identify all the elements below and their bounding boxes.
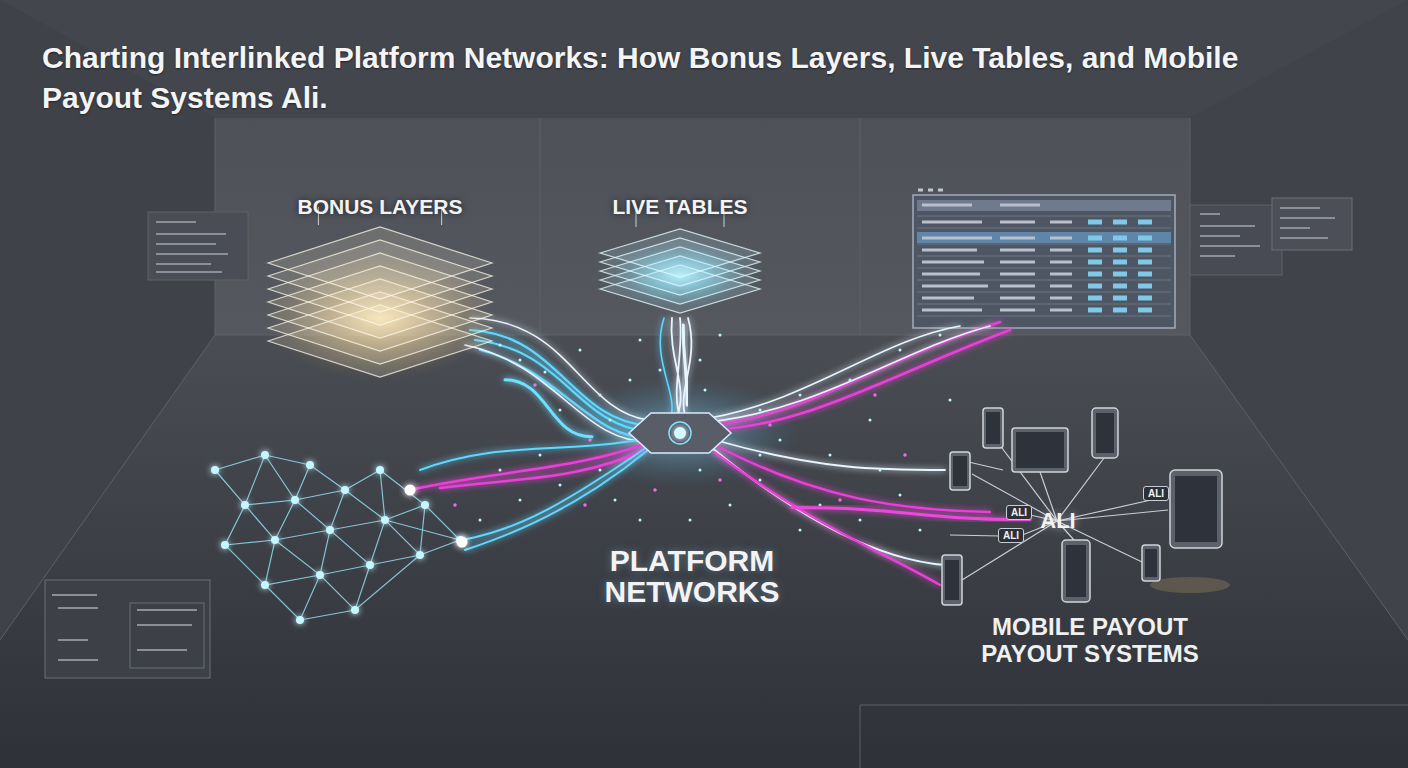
device-screens: [945, 412, 1217, 600]
live-table-stack: LIVE TABLES: [590, 195, 770, 325]
side-panel: [1190, 205, 1282, 275]
flow-connector: [505, 380, 592, 437]
device-tag: ALI: [1006, 505, 1032, 520]
platform-hub: PLATFORM NETWORKS: [592, 405, 792, 600]
diagram-title: Charting Interlinked Platform Networks: …: [42, 38, 1257, 118]
node-heading: LIVE TABLES: [590, 195, 770, 219]
flow-strand: [705, 322, 1010, 430]
node-text-group: ALI: [1030, 505, 1086, 537]
panel-lines: [52, 595, 197, 660]
table-rules: [917, 216, 1171, 316]
mobile-devices: [942, 408, 1222, 605]
flow-particles: [480, 335, 950, 530]
data-table-panel: [913, 195, 1175, 328]
flow-strand: [708, 326, 990, 422]
node-text-group: BONUS LAYERS: [255, 195, 505, 219]
device-tag: ALI: [1143, 486, 1169, 501]
mobile-hub: ALI: [1030, 505, 1086, 537]
floor-glow: [1150, 577, 1230, 593]
node-heading: ALI: [1030, 509, 1086, 533]
table-value-cells: [1088, 222, 1152, 310]
hub-core: [674, 427, 686, 439]
flow-strand: [465, 318, 655, 442]
node-text-group: LIVE TABLES: [590, 195, 770, 219]
room-edges: [0, 118, 1408, 768]
back-wall: [215, 118, 1190, 335]
panel-inset: [130, 603, 204, 668]
panel-lines: [1200, 214, 1260, 256]
flow-strand: [470, 330, 652, 438]
flow-connector: [683, 325, 687, 405]
panel-lines: [156, 222, 228, 272]
flow-strand: [660, 318, 672, 420]
stack-layer: [268, 227, 492, 299]
network-graph-nodes: [215, 455, 460, 620]
panel-lines: [1280, 208, 1335, 238]
layer-stack: [590, 223, 770, 323]
side-panel: [148, 212, 248, 280]
flow-strand: [672, 318, 692, 418]
node-text-group: PLATFORM NETWORKS: [592, 545, 792, 607]
flow-connector: [792, 508, 1030, 520]
network-graph-links: [215, 455, 460, 620]
side-panel: [45, 580, 210, 678]
network-entry-points: [410, 490, 462, 542]
flow-strand: [420, 438, 650, 550]
node-heading: BONUS LAYERS: [255, 195, 505, 219]
node-heading: PLATFORM NETWORKS: [592, 545, 792, 607]
hub-hexagon: [625, 405, 735, 461]
table-cells: [922, 205, 1072, 310]
hub-ring: [669, 422, 691, 444]
layer-stack: [255, 223, 505, 400]
section-label: MOBILE PAYOUT PAYOUT SYSTEMS: [965, 613, 1215, 667]
window-controls: [918, 189, 943, 192]
flow-strand: [410, 440, 655, 490]
floor: [0, 335, 1408, 768]
side-panel: [1272, 198, 1352, 250]
stack-layer: [600, 229, 760, 277]
ceiling: [0, 0, 1408, 118]
hexagon-outline: [629, 413, 731, 453]
flow-particles: [455, 385, 905, 505]
device-tag: ALI: [998, 528, 1024, 543]
bonus-layer-stack: BONUS LAYERS: [255, 195, 505, 400]
